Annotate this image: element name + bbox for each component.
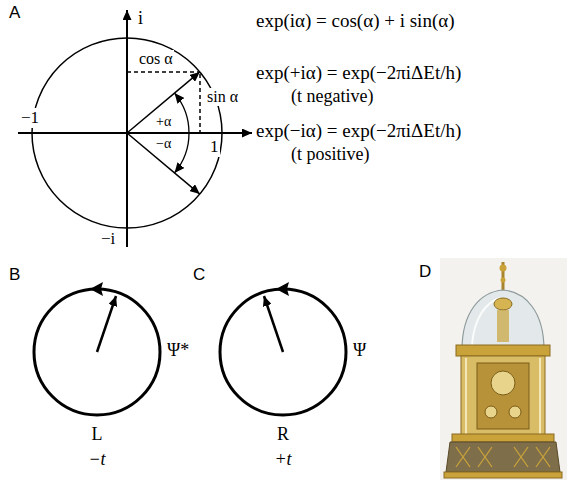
unit-circle [32,38,222,228]
time-label: +t [273,449,292,470]
clock-photo [440,258,567,480]
equation: exp(−iα) = exp(−2πiΔEt/h) [255,120,462,142]
clock-face [34,282,160,415]
angle-label: −α [155,136,172,152]
phasor-plus [127,72,200,133]
projection-label: cos α [138,50,174,68]
wavefunction-label: Ψ [352,340,367,361]
axis-label: −i [100,229,116,249]
equation: exp(+iα) = exp(−2πiΔEt/h) [255,62,462,84]
wavefunction-label: Ψ* [166,340,190,361]
clock-label: L [91,424,104,445]
panel-letter: C [192,265,206,285]
clock-label: R [276,424,290,445]
clock-face [220,282,346,415]
panel-letter: D [418,262,432,282]
angle-label: +α [155,114,172,130]
axis-label: i [137,8,144,29]
projection-label: sin α [206,88,239,106]
equation: exp(iα) = cos(α) + i sin(α) [255,10,456,32]
phasor-minus [127,133,200,194]
equation-note: (t negative) [290,86,374,107]
time-label: −t [87,449,106,470]
angle-arc [175,93,190,133]
imaginary-axis [126,10,128,247]
real-axis [18,132,252,134]
angle-arc [175,133,190,173]
complex-plane [18,10,252,247]
panel-letter: B [8,265,21,285]
axis-label: −1 [20,108,40,128]
panel-letter: A [8,3,21,23]
axis-label: 1 [209,137,220,157]
equation-note: (t positive) [290,144,371,165]
sin-projection [199,74,201,133]
cos-projection [127,71,199,73]
